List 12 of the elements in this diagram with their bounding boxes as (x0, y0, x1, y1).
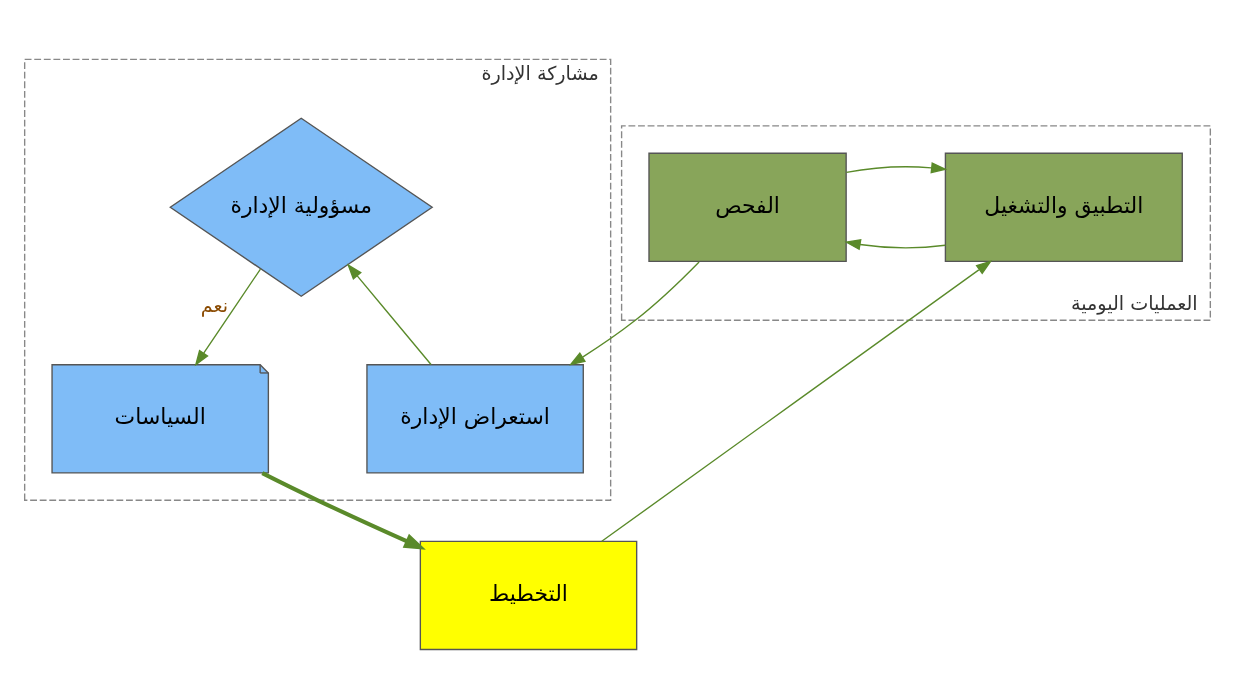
node-box: الفحص (648, 152, 847, 262)
node-diamond: مسؤولية الإدارة (169, 116, 434, 297)
arrow (194, 267, 262, 366)
arrow (844, 238, 947, 250)
arrow (845, 161, 948, 173)
arrow (261, 470, 426, 550)
node-box: التطبيق والتشغيل (944, 152, 1183, 262)
node-box: التخطيط (419, 540, 638, 650)
arrow (569, 260, 700, 366)
arrow (346, 263, 432, 365)
arrow (601, 259, 993, 542)
node-box: استعراض الإدارة (366, 363, 584, 474)
